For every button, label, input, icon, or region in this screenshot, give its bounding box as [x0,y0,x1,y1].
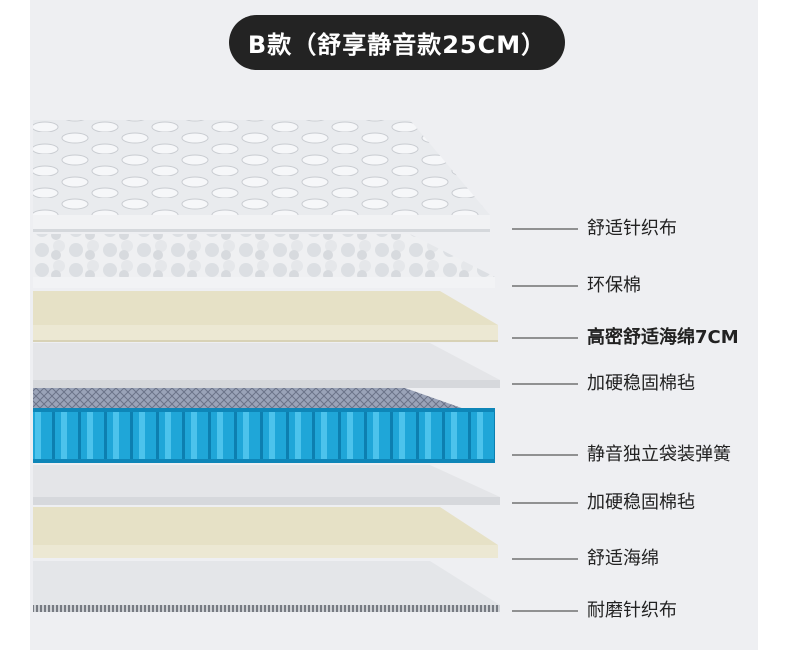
layer-label: 高密舒适海绵7CM [587,327,739,348]
leader-lines [512,228,578,612]
layer-knit-fabric-bottom [33,561,500,612]
layer-high-density-foam [33,291,498,342]
layer-label: 耐磨针织布 [587,600,677,621]
layer-label: 舒适海绵 [587,548,659,569]
layer-pocket-springs [33,388,495,463]
layer-knit-fabric-top [33,120,490,232]
product-title: B款（舒享静音款25CM） [229,15,565,70]
layer-comfort-foam [33,507,498,558]
layer-label: 舒适针织布 [587,218,677,239]
layer-felt-upper [33,343,500,388]
layer-cotton-wadding [33,234,495,288]
layer-label: 环保棉 [587,275,641,296]
layer-label: 加硬稳固棉毡 [587,373,695,394]
layer-label: 静音独立袋装弹簧 [587,444,731,465]
layer-felt-lower [33,465,500,505]
layer-label: 加硬稳固棉毡 [587,492,695,513]
